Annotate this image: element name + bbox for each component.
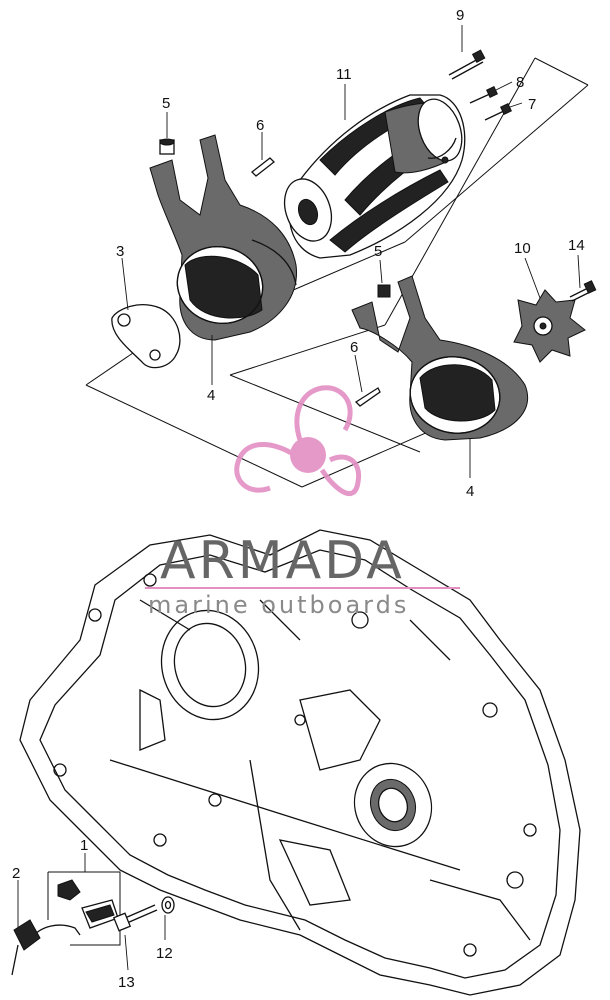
label-6-lower: 6 — [350, 339, 358, 356]
label-4-lower: 4 — [466, 483, 474, 500]
washer-12 — [161, 896, 175, 940]
guide-pin-5-upper — [159, 112, 175, 155]
shift-drum — [283, 94, 466, 259]
watermark-title: ARMADA — [160, 531, 405, 591]
watermark-logo — [234, 385, 362, 497]
stopper-plate-3 — [111, 257, 181, 369]
logo-propeller-hub — [290, 437, 326, 473]
label-14: 14 — [568, 237, 585, 254]
star-cam-10 — [513, 257, 586, 363]
label-12: 12 — [156, 945, 173, 962]
guide-pin-5-lower — [377, 259, 391, 298]
label-5-upper: 5 — [162, 95, 170, 112]
label-9: 9 — [456, 7, 464, 24]
watermark-text: ARMADA marine outboards — [145, 531, 460, 619]
pin-7 — [484, 102, 523, 121]
neutral-switch-2 — [11, 880, 81, 976]
pin-8 — [469, 81, 513, 104]
label-10: 10 — [514, 240, 531, 257]
cotter-pin-6-lower — [354, 354, 381, 407]
logo-propeller-blade-right — [319, 454, 362, 497]
cotter-pin-6-upper — [251, 132, 275, 177]
label-11: 11 — [336, 66, 352, 83]
logo-propeller-blade-left — [234, 442, 297, 493]
label-6-upper: 6 — [256, 117, 264, 134]
crankcase — [19, 529, 581, 996]
logo-propeller-blade-top — [294, 385, 353, 441]
label-5-lower: 5 — [374, 243, 382, 260]
label-7: 7 — [528, 96, 536, 113]
watermark-subtitle: marine outboards — [148, 591, 409, 619]
label-13: 13 — [118, 974, 135, 991]
label-8: 8 — [516, 74, 524, 91]
label-4-upper: 4 — [207, 387, 215, 404]
label-3: 3 — [116, 243, 124, 260]
detail-inset — [47, 853, 121, 946]
part-labels: 9 11 8 7 5 6 3 4 10 14 5 6 4 1 2 12 13 — [12, 7, 585, 991]
label-1: 1 — [80, 837, 88, 854]
bolt-14 — [569, 254, 597, 302]
bolt-9 — [448, 25, 486, 80]
shift-fork-lower — [351, 275, 529, 441]
shift-fork-upper — [149, 134, 297, 341]
label-2: 2 — [12, 865, 20, 882]
bolt-13 — [112, 904, 158, 971]
